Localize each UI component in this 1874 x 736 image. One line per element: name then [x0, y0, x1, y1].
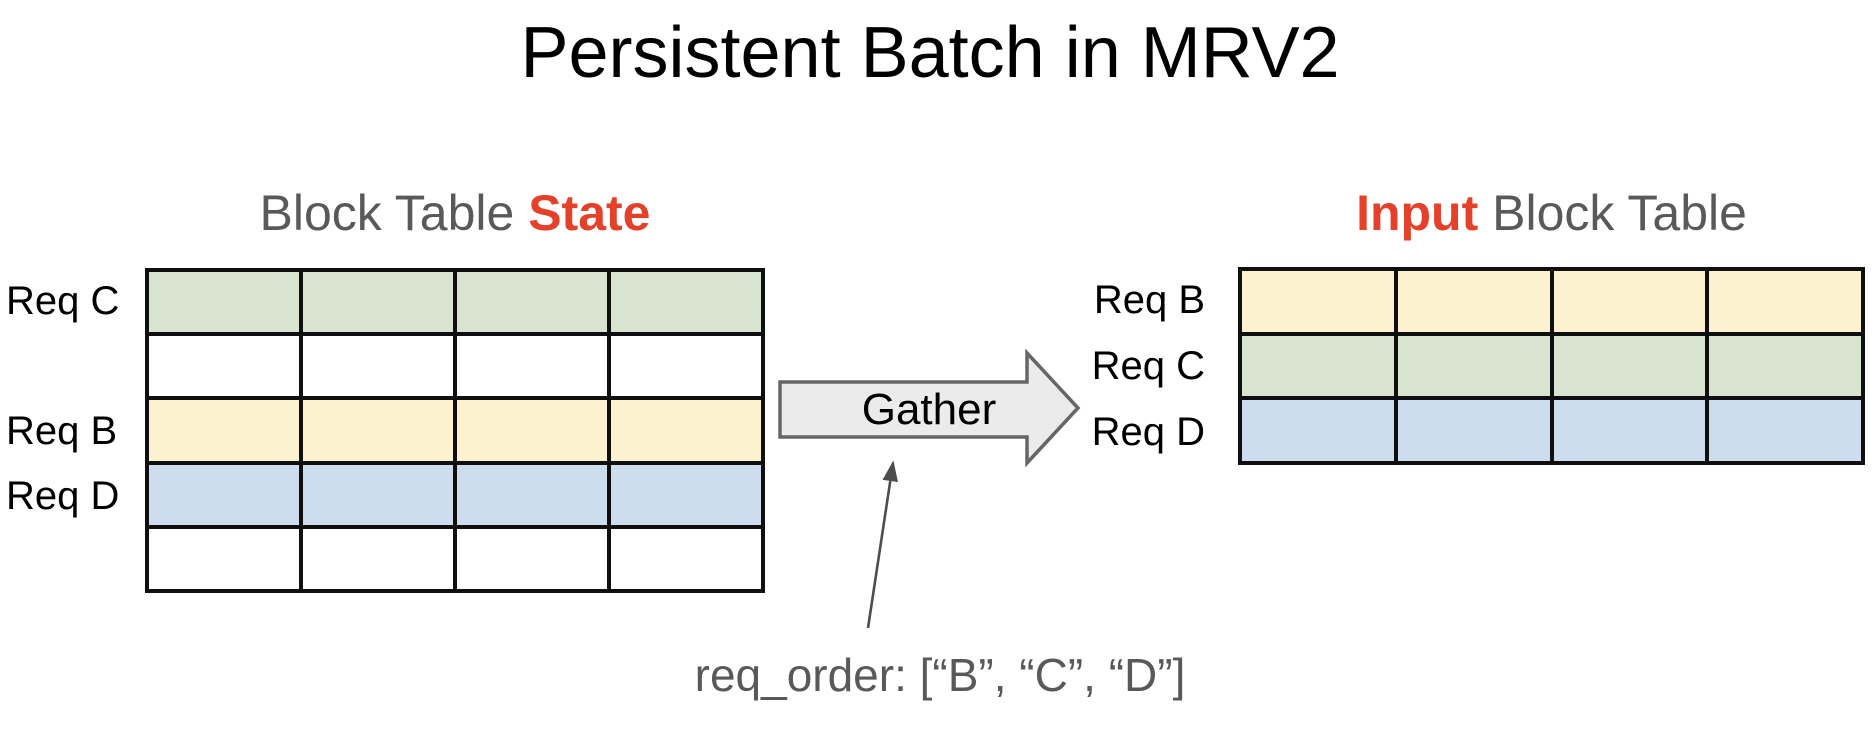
table-cell	[1240, 398, 1396, 463]
table-cell	[1707, 269, 1863, 334]
gather-label: Gather	[861, 384, 997, 434]
table-cell	[301, 398, 455, 463]
right-row-label-req-d: Req D	[1091, 410, 1205, 454]
table-cell	[1395, 398, 1552, 463]
table-cell	[301, 334, 455, 399]
left-row-label-req-c: Req C	[6, 278, 120, 323]
table-cell	[1707, 333, 1863, 399]
table-cell	[455, 462, 609, 527]
table-cell	[1551, 398, 1708, 463]
gather-arrow-icon	[778, 348, 1081, 468]
right-row-label-req-c: Req C	[1091, 344, 1205, 388]
input-block-table	[1238, 267, 1865, 465]
right-table-title: Input Block Table	[1238, 188, 1865, 238]
right-table-title-emphasis: Input	[1356, 185, 1479, 241]
table-cell	[147, 270, 301, 335]
table-cell	[1551, 269, 1708, 334]
table-cell	[301, 462, 455, 527]
table-cell	[147, 334, 301, 399]
table-cell	[1551, 333, 1708, 399]
table-cell	[609, 462, 763, 527]
table-cell	[609, 270, 763, 335]
left-table-title-prefix: Block Table	[259, 185, 529, 241]
table-cell	[455, 334, 609, 399]
table-cell	[455, 526, 609, 591]
req-order-label: req_order: [“B”, “C”, “D”]	[694, 649, 1186, 701]
right-row-label-req-b: Req B	[1093, 278, 1205, 322]
table-cell	[609, 334, 763, 399]
table-cell	[301, 526, 455, 591]
left-row-label-req-d: Req D	[6, 473, 120, 518]
right-table-title-suffix: Block Table	[1478, 185, 1747, 241]
table-cell	[1707, 398, 1863, 463]
slide-title: Persistent Batch in MRV2	[520, 13, 1340, 93]
left-row-label-req-b: Req B	[6, 408, 118, 453]
table-cell	[1395, 269, 1552, 334]
table-cell	[455, 398, 609, 463]
table-cell	[147, 398, 301, 463]
table-cell	[1240, 269, 1396, 334]
table-cell	[455, 270, 609, 335]
table-cell	[1395, 333, 1552, 399]
block-table-state	[145, 268, 765, 593]
table-cell	[147, 526, 301, 591]
left-table-title: Block Table State	[145, 188, 765, 238]
table-cell	[301, 270, 455, 335]
annotation-arrow-icon	[866, 460, 898, 629]
left-table-title-emphasis: State	[528, 185, 651, 241]
table-cell	[609, 526, 763, 591]
table-cell	[147, 462, 301, 527]
table-cell	[1240, 333, 1396, 399]
table-cell	[609, 398, 763, 463]
